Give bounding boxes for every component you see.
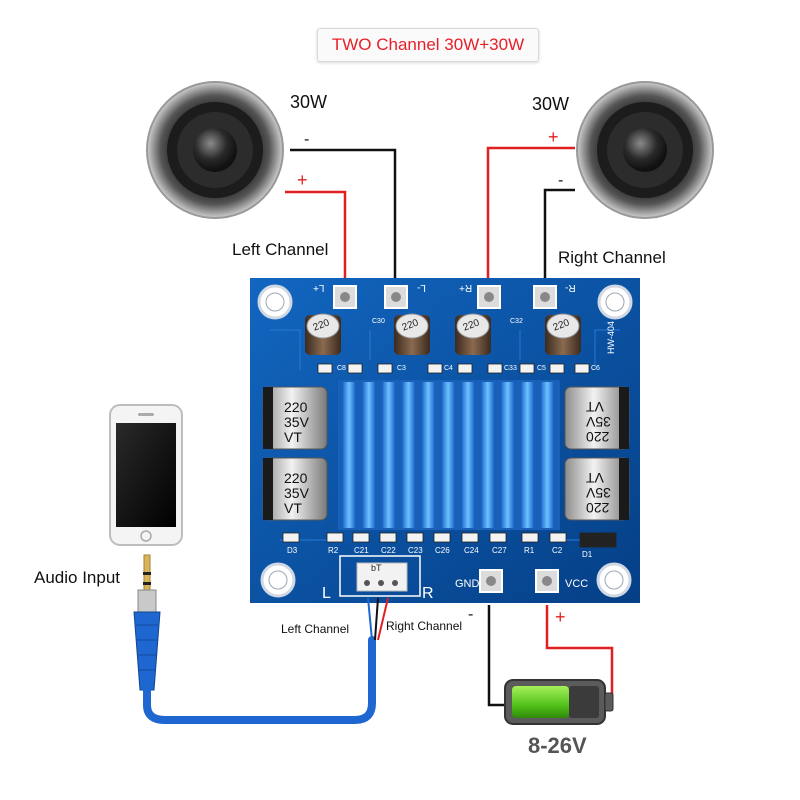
- right-speaker: [576, 81, 714, 219]
- phone: [109, 404, 183, 546]
- terminal-gnd: GND: [455, 578, 480, 590]
- terminal-rminus: R-: [565, 282, 576, 293]
- silk-c4: C4: [444, 365, 453, 372]
- cap-big-r1-voltage: 35V: [586, 414, 611, 430]
- smd-top-row: [317, 363, 590, 374]
- left-speaker: [146, 81, 284, 219]
- big-capacitors-left: [262, 386, 328, 521]
- silk-c2: C2: [552, 546, 563, 555]
- power-minus: -: [468, 606, 474, 623]
- input-left-marker: L: [322, 585, 331, 602]
- input-right-marker: R: [422, 585, 434, 602]
- input-connector-label: bT: [371, 563, 382, 573]
- silk-d1: D1: [582, 550, 593, 559]
- silk-r1: R1: [524, 546, 535, 555]
- mounting-holes: [257, 284, 633, 598]
- heatsink: [338, 380, 560, 530]
- left-speaker-power: 30W: [290, 92, 328, 112]
- cap-big-r2-value: 220: [586, 500, 610, 516]
- silk-c32: C32: [510, 318, 523, 325]
- input-wires: [367, 597, 389, 641]
- amplifier-board: [250, 278, 640, 603]
- heatsink-fin: [501, 382, 514, 528]
- terminal-lminus: L-: [417, 282, 426, 293]
- diagram-title: TWO Channel 30W+30W: [317, 28, 539, 62]
- silk-c33: C33: [504, 365, 517, 372]
- smd-bottom-row: [282, 532, 617, 548]
- silk-c3: C3: [397, 365, 406, 372]
- heatsink-fin: [422, 382, 435, 528]
- heatsink-fin: [362, 382, 375, 528]
- left-channel-label: Left Channel: [232, 240, 329, 259]
- input-connector: [339, 555, 421, 597]
- output-terminals: [333, 285, 557, 309]
- right-speaker-wires: [486, 146, 575, 295]
- silk-c30: C30: [372, 318, 385, 325]
- heatsink-fin: [442, 382, 455, 528]
- power-voltage-label: 8-26V: [528, 733, 587, 758]
- silk-c27: C27: [492, 546, 507, 555]
- right-speaker-minus: -: [558, 172, 564, 189]
- silk-c23: C23: [408, 546, 423, 555]
- right-speaker-plus: +: [548, 127, 559, 147]
- audio-jack: [133, 554, 161, 691]
- audio-input-label: Audio Input: [34, 568, 121, 587]
- cap-big-r2-series: VT: [586, 470, 604, 486]
- left-wire-label: Left Channel: [281, 622, 350, 636]
- left-speaker-plus: +: [297, 170, 308, 190]
- silk-c22: C22: [381, 546, 396, 555]
- heatsink-fin: [541, 382, 554, 528]
- terminal-lplus: L+: [313, 282, 325, 293]
- left-speaker-minus: -: [304, 131, 310, 148]
- big-capacitors-right: [564, 386, 630, 521]
- right-channel-label: Right Channel: [558, 248, 666, 267]
- silk-c8: C8: [337, 365, 346, 372]
- heatsink-fin: [382, 382, 395, 528]
- cap-big-l1-voltage: 35V: [284, 414, 309, 430]
- power-plus: +: [555, 607, 566, 627]
- silk-c6: C6: [591, 365, 600, 372]
- silk-c26: C26: [435, 546, 450, 555]
- right-speaker-power: 30W: [532, 94, 570, 114]
- silk-c5: C5: [537, 365, 546, 372]
- right-wire-label: Right Channel: [386, 619, 463, 633]
- cap-big-r1-value: 220: [586, 429, 610, 445]
- cap-big-l1-value: 220: [284, 399, 308, 415]
- heatsink-fin: [343, 382, 355, 528]
- silk-c24: C24: [464, 546, 479, 555]
- cap-big-l2-value: 220: [284, 470, 308, 486]
- cap-big-r1-series: VT: [586, 399, 604, 415]
- cap-big-l2-voltage: 35V: [284, 485, 309, 501]
- heatsink-fin: [481, 382, 494, 528]
- heatsink-fin: [521, 382, 534, 528]
- heatsink-fin: [402, 382, 415, 528]
- board-model: HW-404: [606, 321, 616, 354]
- heatsink-fin: [461, 382, 474, 528]
- cap-big-l1-series: VT: [284, 429, 302, 445]
- power-terminals: [479, 569, 559, 593]
- battery: [504, 679, 614, 725]
- audio-cable: [143, 636, 376, 724]
- silk-r2: R2: [328, 546, 339, 555]
- silk-d3: D3: [287, 546, 298, 555]
- diagram-title-text: TWO Channel 30W+30W: [331, 35, 525, 54]
- cap-big-r2-voltage: 35V: [586, 485, 611, 501]
- small-capacitors: [305, 313, 581, 355]
- silk-c21: C21: [354, 546, 369, 555]
- terminal-vcc: VCC: [565, 578, 589, 590]
- cap-big-l2-series: VT: [284, 500, 302, 516]
- left-speaker-wires: [285, 148, 397, 295]
- terminal-rplus: R+: [459, 282, 473, 293]
